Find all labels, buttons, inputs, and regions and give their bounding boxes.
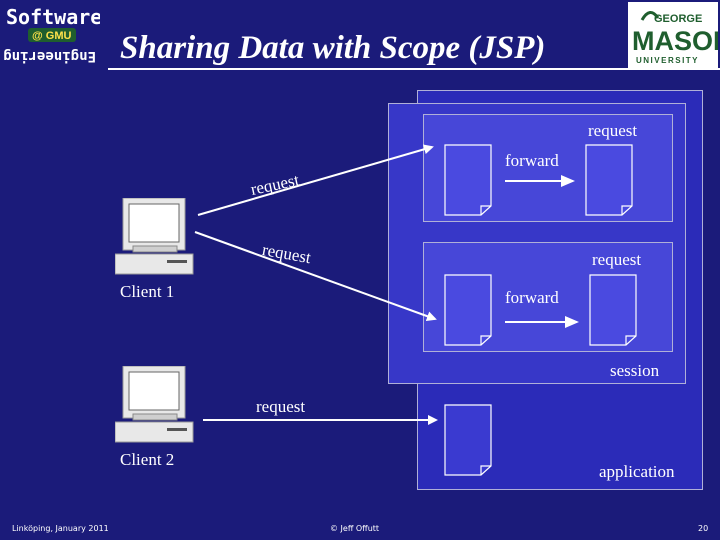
svg-text:UNIVERSITY: UNIVERSITY: [636, 56, 699, 65]
title-rule: [108, 68, 720, 70]
slide-title: Sharing Data with Scope (JSP): [120, 30, 546, 66]
forward-label-top: forward: [505, 151, 559, 170]
svg-text:@ GMU: @ GMU: [32, 30, 72, 42]
footer-location-date: Linköping, January 2011: [12, 524, 109, 533]
svg-text:Software: Software: [6, 5, 100, 29]
software-engineering-gmu-logo: Software @ GMU Engineering: [2, 2, 100, 64]
client1-computer-icon: [115, 198, 194, 275]
page-document-icon-top-1: [444, 144, 492, 216]
arrow-client1-to-page-middle: [194, 231, 437, 321]
request-scope-label-middle: request: [592, 250, 642, 269]
page-document-icon-middle-2: [589, 274, 637, 346]
request-scope-label-top: request: [588, 121, 638, 140]
page-document-icon-top-2: [585, 144, 633, 216]
svg-text:GEORGE: GEORGE: [654, 13, 702, 25]
page-document-icon-middle-1: [444, 274, 492, 346]
arrow-client1-to-page-top: [197, 144, 434, 216]
forward-label-middle: forward: [505, 288, 559, 307]
footer-author: © Jeff Offutt: [330, 524, 380, 533]
svg-text:MASON: MASON: [632, 26, 718, 56]
client1-label: Client 1: [120, 282, 175, 301]
svg-text:Engineering: Engineering: [3, 48, 96, 64]
session-scope-label: session: [610, 361, 660, 380]
client2-computer-icon: [115, 366, 194, 443]
request-arrow-label-bottom: request: [256, 397, 306, 416]
page-document-icon-bottom: [444, 404, 492, 476]
client2-label: Client 2: [120, 450, 175, 469]
george-mason-logo: GEORGE MASON UNIVERSITY: [628, 2, 718, 68]
footer-page-number: 20: [698, 524, 709, 533]
application-scope-label: application: [599, 462, 675, 481]
